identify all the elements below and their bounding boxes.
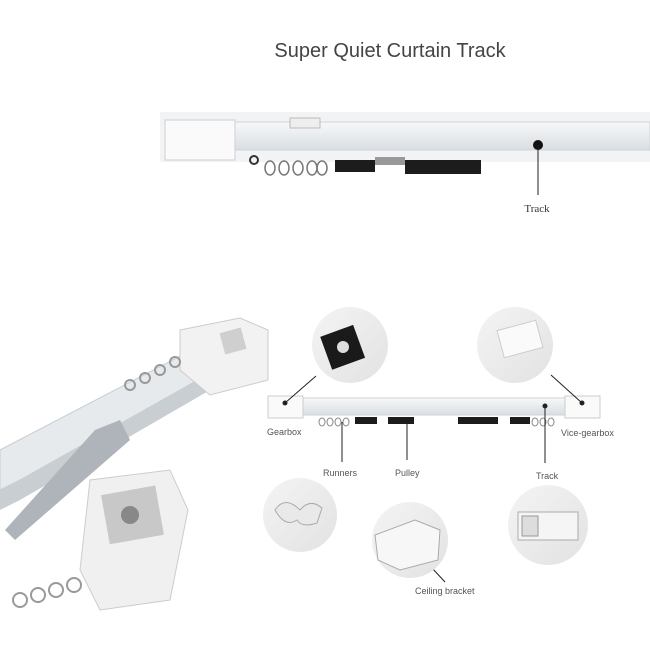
track-label: Track — [524, 203, 550, 215]
label-runners: Runners — [323, 468, 358, 478]
label-ceiling-bracket: Ceiling bracket — [415, 586, 475, 596]
pulley — [335, 160, 375, 172]
label-track: Track — [536, 471, 559, 481]
label-pulley: Pulley — [395, 468, 420, 478]
label-gearbox: Gearbox — [267, 427, 302, 437]
parts-diagram: Gearbox Vice-gearbox Runners Pulley Trac… — [263, 307, 614, 596]
runners — [264, 160, 328, 176]
page-title: Super Quiet Curtain Track — [274, 40, 506, 62]
top-track-illustration: Track — [160, 112, 650, 215]
label-vice-gearbox: Vice-gearbox — [561, 428, 614, 438]
gearbox-end — [164, 119, 236, 161]
angled-track-photo — [0, 317, 269, 611]
